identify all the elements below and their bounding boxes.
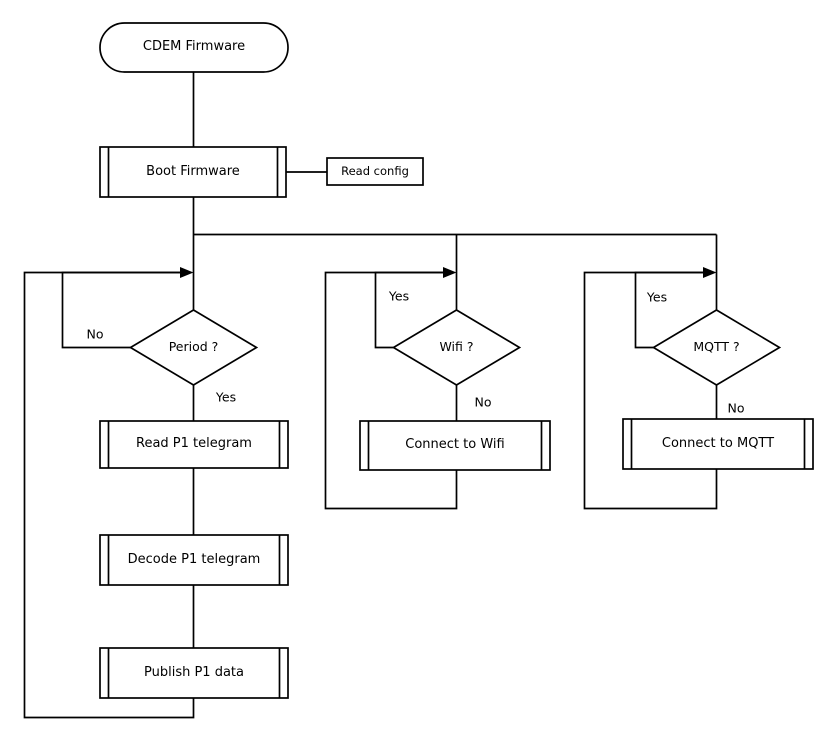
process-shape-readconfig <box>326 157 424 186</box>
process-shape-connectmqtt <box>622 418 814 470</box>
node-shapes <box>99 22 814 699</box>
edge-publish-return-loop <box>23 271 195 719</box>
edge-connectmqtt-return-loop <box>583 271 718 510</box>
decision-shape-wifi <box>391 309 522 386</box>
process-shape-publishp1 <box>99 647 289 699</box>
process-shape-decodep1 <box>99 534 289 586</box>
process-shape-boot <box>99 146 287 198</box>
arrowhead-mqtt-junction <box>703 267 717 278</box>
decision-shape-mqtt <box>651 309 782 386</box>
arrowheads <box>180 267 717 278</box>
decision-shape-period <box>128 309 259 386</box>
edge-connectwifi-return-loop <box>324 271 458 510</box>
process-shape-readp1 <box>99 420 289 469</box>
connector-lines <box>23 72 718 719</box>
arrowhead-wifi-junction <box>443 267 457 278</box>
process-shape-connectwifi <box>359 420 551 471</box>
arrowhead-period-junction <box>180 267 194 278</box>
terminator-shape-cdem <box>99 22 289 73</box>
